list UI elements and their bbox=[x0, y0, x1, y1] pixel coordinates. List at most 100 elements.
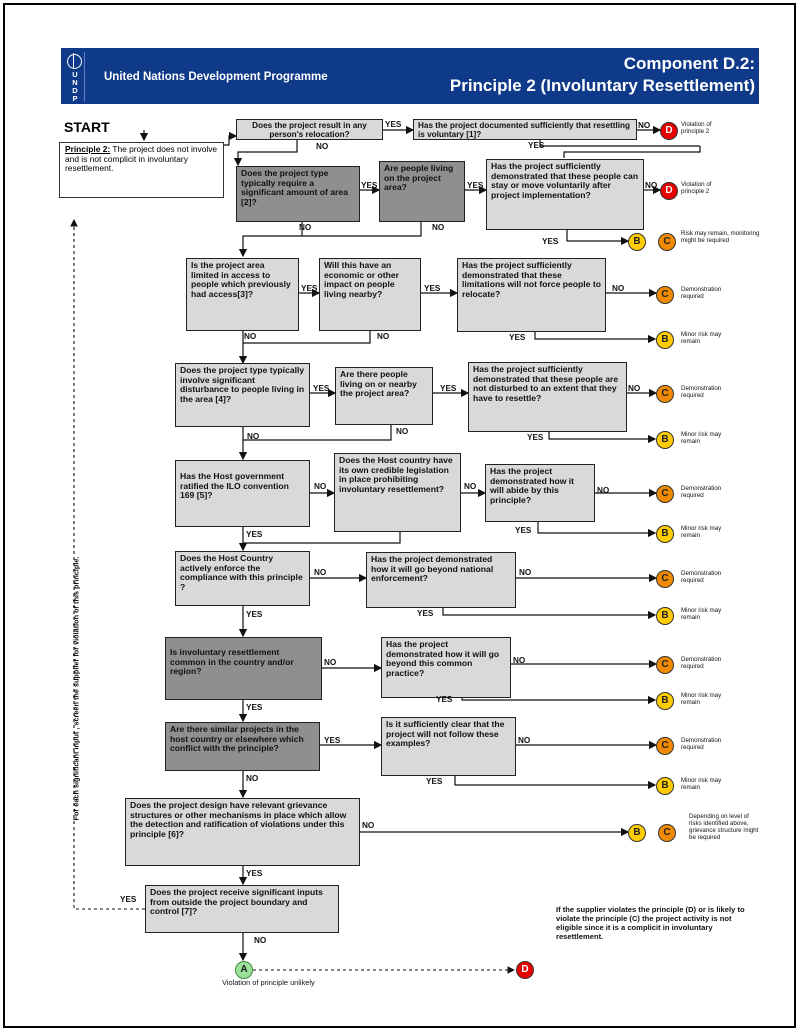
decision-q4: Does the project type typically involve … bbox=[175, 363, 310, 427]
label-yes: YES bbox=[361, 181, 378, 190]
outcome-d-circle: D bbox=[660, 182, 678, 200]
decision-q6b: Has the project demonstrated how it will… bbox=[366, 552, 516, 608]
label-yes: YES bbox=[301, 284, 318, 293]
label-yes: YES bbox=[436, 695, 453, 704]
decision-q2c: Has the project sufficiently demonstrate… bbox=[486, 159, 644, 230]
label-no: NO bbox=[362, 821, 375, 830]
undp-logo: U N D P bbox=[66, 52, 85, 103]
label-no: NO bbox=[597, 486, 610, 495]
decision-q5: Has the Host government ratified the ILO… bbox=[175, 460, 310, 527]
outcome-b-circle: B bbox=[656, 777, 674, 795]
label-no: NO bbox=[247, 432, 260, 441]
principle-label: Principle 2: bbox=[65, 144, 111, 154]
header-org-name: United Nations Development Programme bbox=[104, 71, 328, 83]
outcome-c-circle: C bbox=[656, 385, 674, 403]
header-band bbox=[61, 48, 759, 104]
principle-statement: Principle 2: The project does not involv… bbox=[59, 142, 224, 198]
outcome-c-circle: C bbox=[656, 570, 674, 588]
outcome-c-circle: C bbox=[656, 286, 674, 304]
outcome-b-circle: B bbox=[656, 692, 674, 710]
note-risk-monitoring: Risk may remain, monitoring might be req… bbox=[681, 230, 760, 245]
decision-q3c: Has the project sufficiently demonstrate… bbox=[457, 258, 606, 332]
note-minor-risk: Minor risk may remain bbox=[681, 607, 722, 622]
label-no: NO bbox=[324, 658, 337, 667]
outcome-c-circle: C bbox=[656, 485, 674, 503]
label-yes: YES bbox=[528, 141, 545, 150]
note-minor-risk: Minor risk may remain bbox=[681, 525, 722, 540]
label-no: NO bbox=[638, 121, 651, 130]
decision-q5c: Has the project demonstrated how it will… bbox=[485, 464, 595, 522]
label-yes: YES bbox=[246, 869, 263, 878]
label-yes: YES bbox=[542, 237, 559, 246]
note-violation: Violation of principle 2 bbox=[681, 121, 712, 136]
note-demonstration: Demonstration required bbox=[681, 485, 722, 500]
decision-q10: Does the project receive significant inp… bbox=[145, 885, 339, 933]
outcome-b-circle: B bbox=[628, 824, 646, 842]
side-instruction: For each significant input , screen the … bbox=[71, 556, 81, 821]
label-yes: YES bbox=[246, 703, 263, 712]
start-label: START bbox=[64, 119, 110, 135]
outcome-d-circle: D bbox=[516, 961, 534, 979]
label-no: NO bbox=[432, 223, 445, 232]
label-no: NO bbox=[518, 736, 531, 745]
outcome-b-circle: B bbox=[656, 525, 674, 543]
label-yes: YES bbox=[385, 120, 402, 129]
note-demonstration: Demonstration required bbox=[681, 385, 722, 400]
label-yes: YES bbox=[515, 526, 532, 535]
outcome-b-circle: B bbox=[656, 431, 674, 449]
label-yes: YES bbox=[509, 333, 526, 342]
label-no: NO bbox=[244, 332, 257, 341]
decision-q9: Does the project design have relevant gr… bbox=[125, 798, 360, 866]
label-yes: YES bbox=[324, 736, 341, 745]
outcome-c-circle: C bbox=[656, 737, 674, 755]
decision-q3b: Will this have an economic or other impa… bbox=[319, 258, 421, 331]
label-no: NO bbox=[628, 384, 641, 393]
logo-letter-d: D bbox=[72, 86, 78, 95]
header-title-line2: Principle 2 (Involuntary Resettlement) bbox=[449, 76, 755, 95]
outcome-c-circle: C bbox=[656, 656, 674, 674]
note-demonstration: Demonstration required bbox=[681, 656, 722, 671]
note-minor-risk: Minor risk may remain bbox=[681, 777, 722, 792]
decision-q2: Does the project type typically require … bbox=[236, 166, 360, 222]
un-emblem-icon bbox=[67, 53, 82, 69]
decision-q7: Is involuntary resettlement common in th… bbox=[165, 637, 322, 700]
label-yes: YES bbox=[417, 609, 434, 618]
outcome-b-circle: B bbox=[628, 233, 646, 251]
outcome-a-caption: Violation of principle unlikely bbox=[222, 978, 315, 987]
note-grievance: Depending on level of risks identified a… bbox=[689, 813, 759, 842]
label-yes: YES bbox=[246, 530, 263, 539]
label-yes: YES bbox=[313, 384, 330, 393]
label-no: NO bbox=[299, 223, 312, 232]
label-no: NO bbox=[314, 482, 327, 491]
decision-q4b: Are there people living on or nearby the… bbox=[335, 367, 433, 425]
logo-letter-n: N bbox=[72, 78, 78, 87]
label-yes: YES bbox=[424, 284, 441, 293]
label-no: NO bbox=[396, 427, 409, 436]
label-yes: YES bbox=[426, 777, 443, 786]
note-minor-risk: Minor risk may remain bbox=[681, 331, 722, 346]
decision-q4c: Has the project sufficiently demonstrate… bbox=[468, 362, 627, 432]
label-no: NO bbox=[254, 936, 267, 945]
note-demonstration: Demonstration required bbox=[681, 737, 722, 752]
decision-q8: Are there similar projects in the host c… bbox=[165, 722, 320, 771]
decision-q6: Does the Host Country actively enforce t… bbox=[175, 551, 310, 606]
decision-q8b: Is it sufficiently clear that the projec… bbox=[381, 717, 516, 776]
decision-q1: Does the project result in any person's … bbox=[236, 119, 383, 140]
outcome-a-circle: A bbox=[235, 961, 253, 979]
decision-q7b: Has the project demonstrated how it will… bbox=[381, 637, 511, 698]
page-frame bbox=[3, 3, 796, 1028]
note-violation: Violation of principle 2 bbox=[681, 181, 712, 196]
label-no: NO bbox=[612, 284, 625, 293]
decision-q2b: Are people living on the project area? bbox=[379, 161, 465, 222]
note-demonstration: Demonstration required bbox=[681, 570, 722, 585]
outcome-d-circle: D bbox=[660, 122, 678, 140]
label-yes: YES bbox=[246, 610, 263, 619]
note-minor-risk: Minor risk may remain bbox=[681, 692, 722, 707]
label-yes: YES bbox=[527, 433, 544, 442]
label-yes: YES bbox=[120, 895, 137, 904]
decision-q5b: Does the Host country have its own credi… bbox=[334, 453, 461, 532]
label-no: NO bbox=[246, 774, 259, 783]
label-no: NO bbox=[513, 656, 526, 665]
outcome-c-circle: C bbox=[658, 824, 676, 842]
